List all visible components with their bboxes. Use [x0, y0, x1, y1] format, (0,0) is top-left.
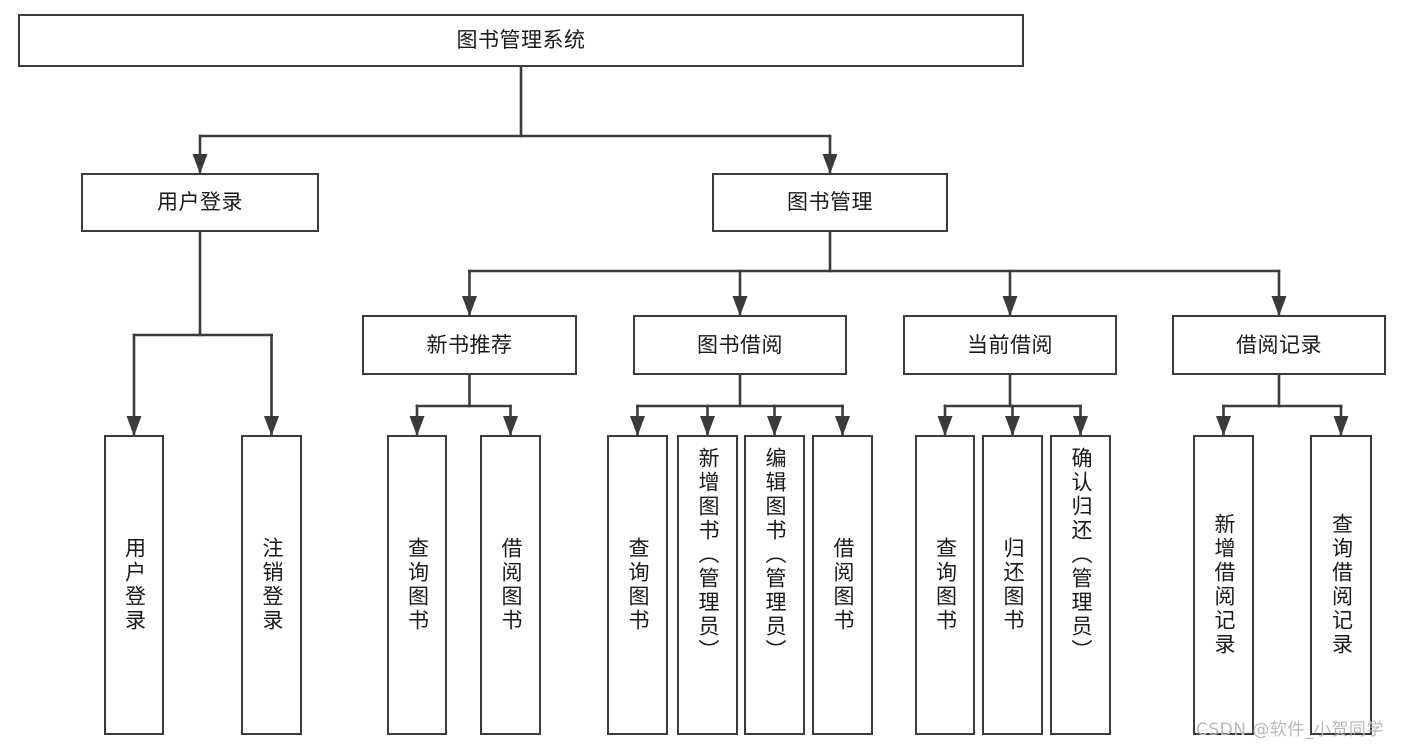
node-l1a[interactable]: 用户登录 [81, 173, 319, 232]
arrowhead-icon [409, 416, 425, 436]
node-label: 查询图书 [405, 537, 430, 633]
node-label: 新增图书（管理员） [696, 447, 720, 663]
arrowhead-icon [1271, 296, 1287, 316]
arrowhead-icon [767, 416, 782, 436]
node-l2d[interactable]: 借阅记录 [1172, 315, 1386, 375]
node-label: 借阅图书 [499, 537, 523, 633]
arrowhead-icon [1216, 416, 1231, 436]
node-l3e1[interactable]: 新增借阅记录 [1193, 435, 1254, 735]
node-l3d3[interactable]: 确认归还（管理员） [1050, 435, 1111, 735]
node-label: 查询图书 [933, 537, 958, 633]
node-label: 新书推荐 [426, 332, 513, 357]
arrowhead-icon [700, 416, 715, 436]
arrowhead-icon [462, 296, 477, 316]
node-label: 新增借阅记录 [1212, 513, 1236, 657]
node-label: 图书管理 [787, 190, 873, 215]
arrowhead-icon [1073, 416, 1088, 436]
arrowhead-icon [126, 416, 142, 436]
node-label: 借阅图书 [831, 537, 855, 633]
node-l3c3[interactable]: 编辑图书（管理员） [744, 435, 805, 735]
node-label: 图书管理系统 [456, 28, 586, 53]
node-l3d2[interactable]: 归还图书 [982, 435, 1043, 735]
arrowhead-icon [835, 416, 850, 436]
node-label: 当前借阅 [967, 332, 1053, 357]
node-l2b[interactable]: 图书借阅 [633, 315, 847, 375]
node-l3c2[interactable]: 新增图书（管理员） [677, 435, 738, 735]
node-label: 确认归还（管理员） [1069, 447, 1093, 663]
node-l2c[interactable]: 当前借阅 [903, 315, 1117, 375]
node-l1b[interactable]: 图书管理 [712, 173, 948, 232]
arrowhead-icon [1333, 416, 1349, 436]
arrowhead-icon [1005, 416, 1020, 436]
node-l3a2[interactable]: 注销登录 [241, 435, 302, 735]
arrowhead-icon [630, 416, 645, 436]
node-label: 归还图书 [1001, 537, 1025, 633]
arrowhead-icon [937, 416, 953, 436]
node-label: 查询借阅记录 [1329, 513, 1354, 657]
arrowhead-icon [503, 416, 518, 436]
arrowhead-icon [264, 416, 279, 436]
node-label: 图书借阅 [697, 332, 783, 357]
node-label: 用户登录 [157, 190, 243, 215]
node-l3c1[interactable]: 查询图书 [607, 435, 668, 735]
arrowhead-icon [732, 296, 748, 316]
node-l3b2[interactable]: 借阅图书 [480, 435, 541, 735]
node-l3e2[interactable]: 查询借阅记录 [1310, 435, 1372, 735]
node-l3b1[interactable]: 查询图书 [387, 435, 447, 735]
node-label: 注销登录 [260, 537, 284, 633]
node-label: 查询图书 [626, 537, 650, 633]
node-label: 用户登录 [122, 537, 147, 633]
node-l2a[interactable]: 新书推荐 [362, 315, 577, 375]
node-label: 借阅记录 [1236, 332, 1322, 357]
node-root[interactable]: 图书管理系统 [18, 14, 1024, 67]
node-l3a1[interactable]: 用户登录 [104, 435, 164, 735]
arrowhead-icon [1002, 296, 1018, 316]
node-label: 编辑图书（管理员） [763, 447, 787, 663]
arrowhead-icon [192, 154, 208, 174]
csdn-watermark: CSDN @软件_小贺同学 [1196, 720, 1384, 740]
node-l3d1[interactable]: 查询图书 [915, 435, 975, 735]
node-l3c4[interactable]: 借阅图书 [812, 435, 873, 735]
arrowhead-icon [822, 154, 838, 174]
